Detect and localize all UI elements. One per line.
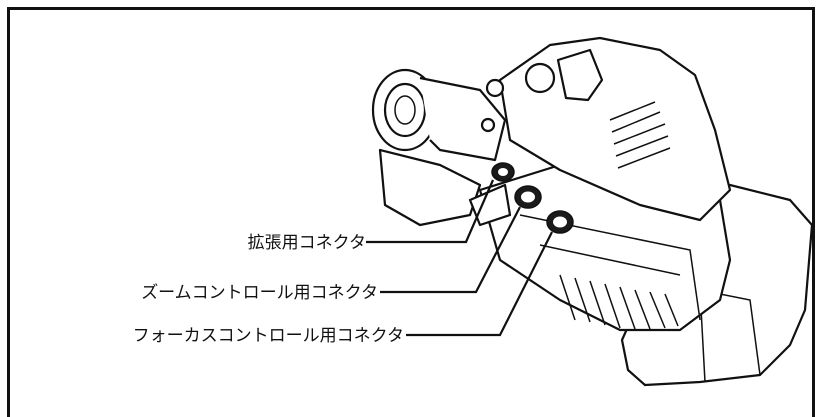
zoom-connector-label: ズームコントロール用コネクタ xyxy=(141,283,378,303)
servo-housing xyxy=(498,36,732,222)
expansion-connector-label: 拡張用コネクタ xyxy=(248,233,366,253)
focus-connector-label: フォーカスコントロール用コネクタ xyxy=(133,326,404,346)
vent-slots xyxy=(609,101,671,169)
focus-control-connector xyxy=(546,210,574,234)
barrel-ribbing xyxy=(559,274,679,330)
front-optics xyxy=(371,68,512,227)
zoom-connector-leader xyxy=(380,206,521,294)
focus-connector-leader xyxy=(406,231,553,337)
figure-frame xyxy=(7,7,815,417)
expansion-connector-leader xyxy=(366,179,495,244)
zoom-control-connector xyxy=(514,185,542,209)
expansion-connector xyxy=(491,162,515,182)
